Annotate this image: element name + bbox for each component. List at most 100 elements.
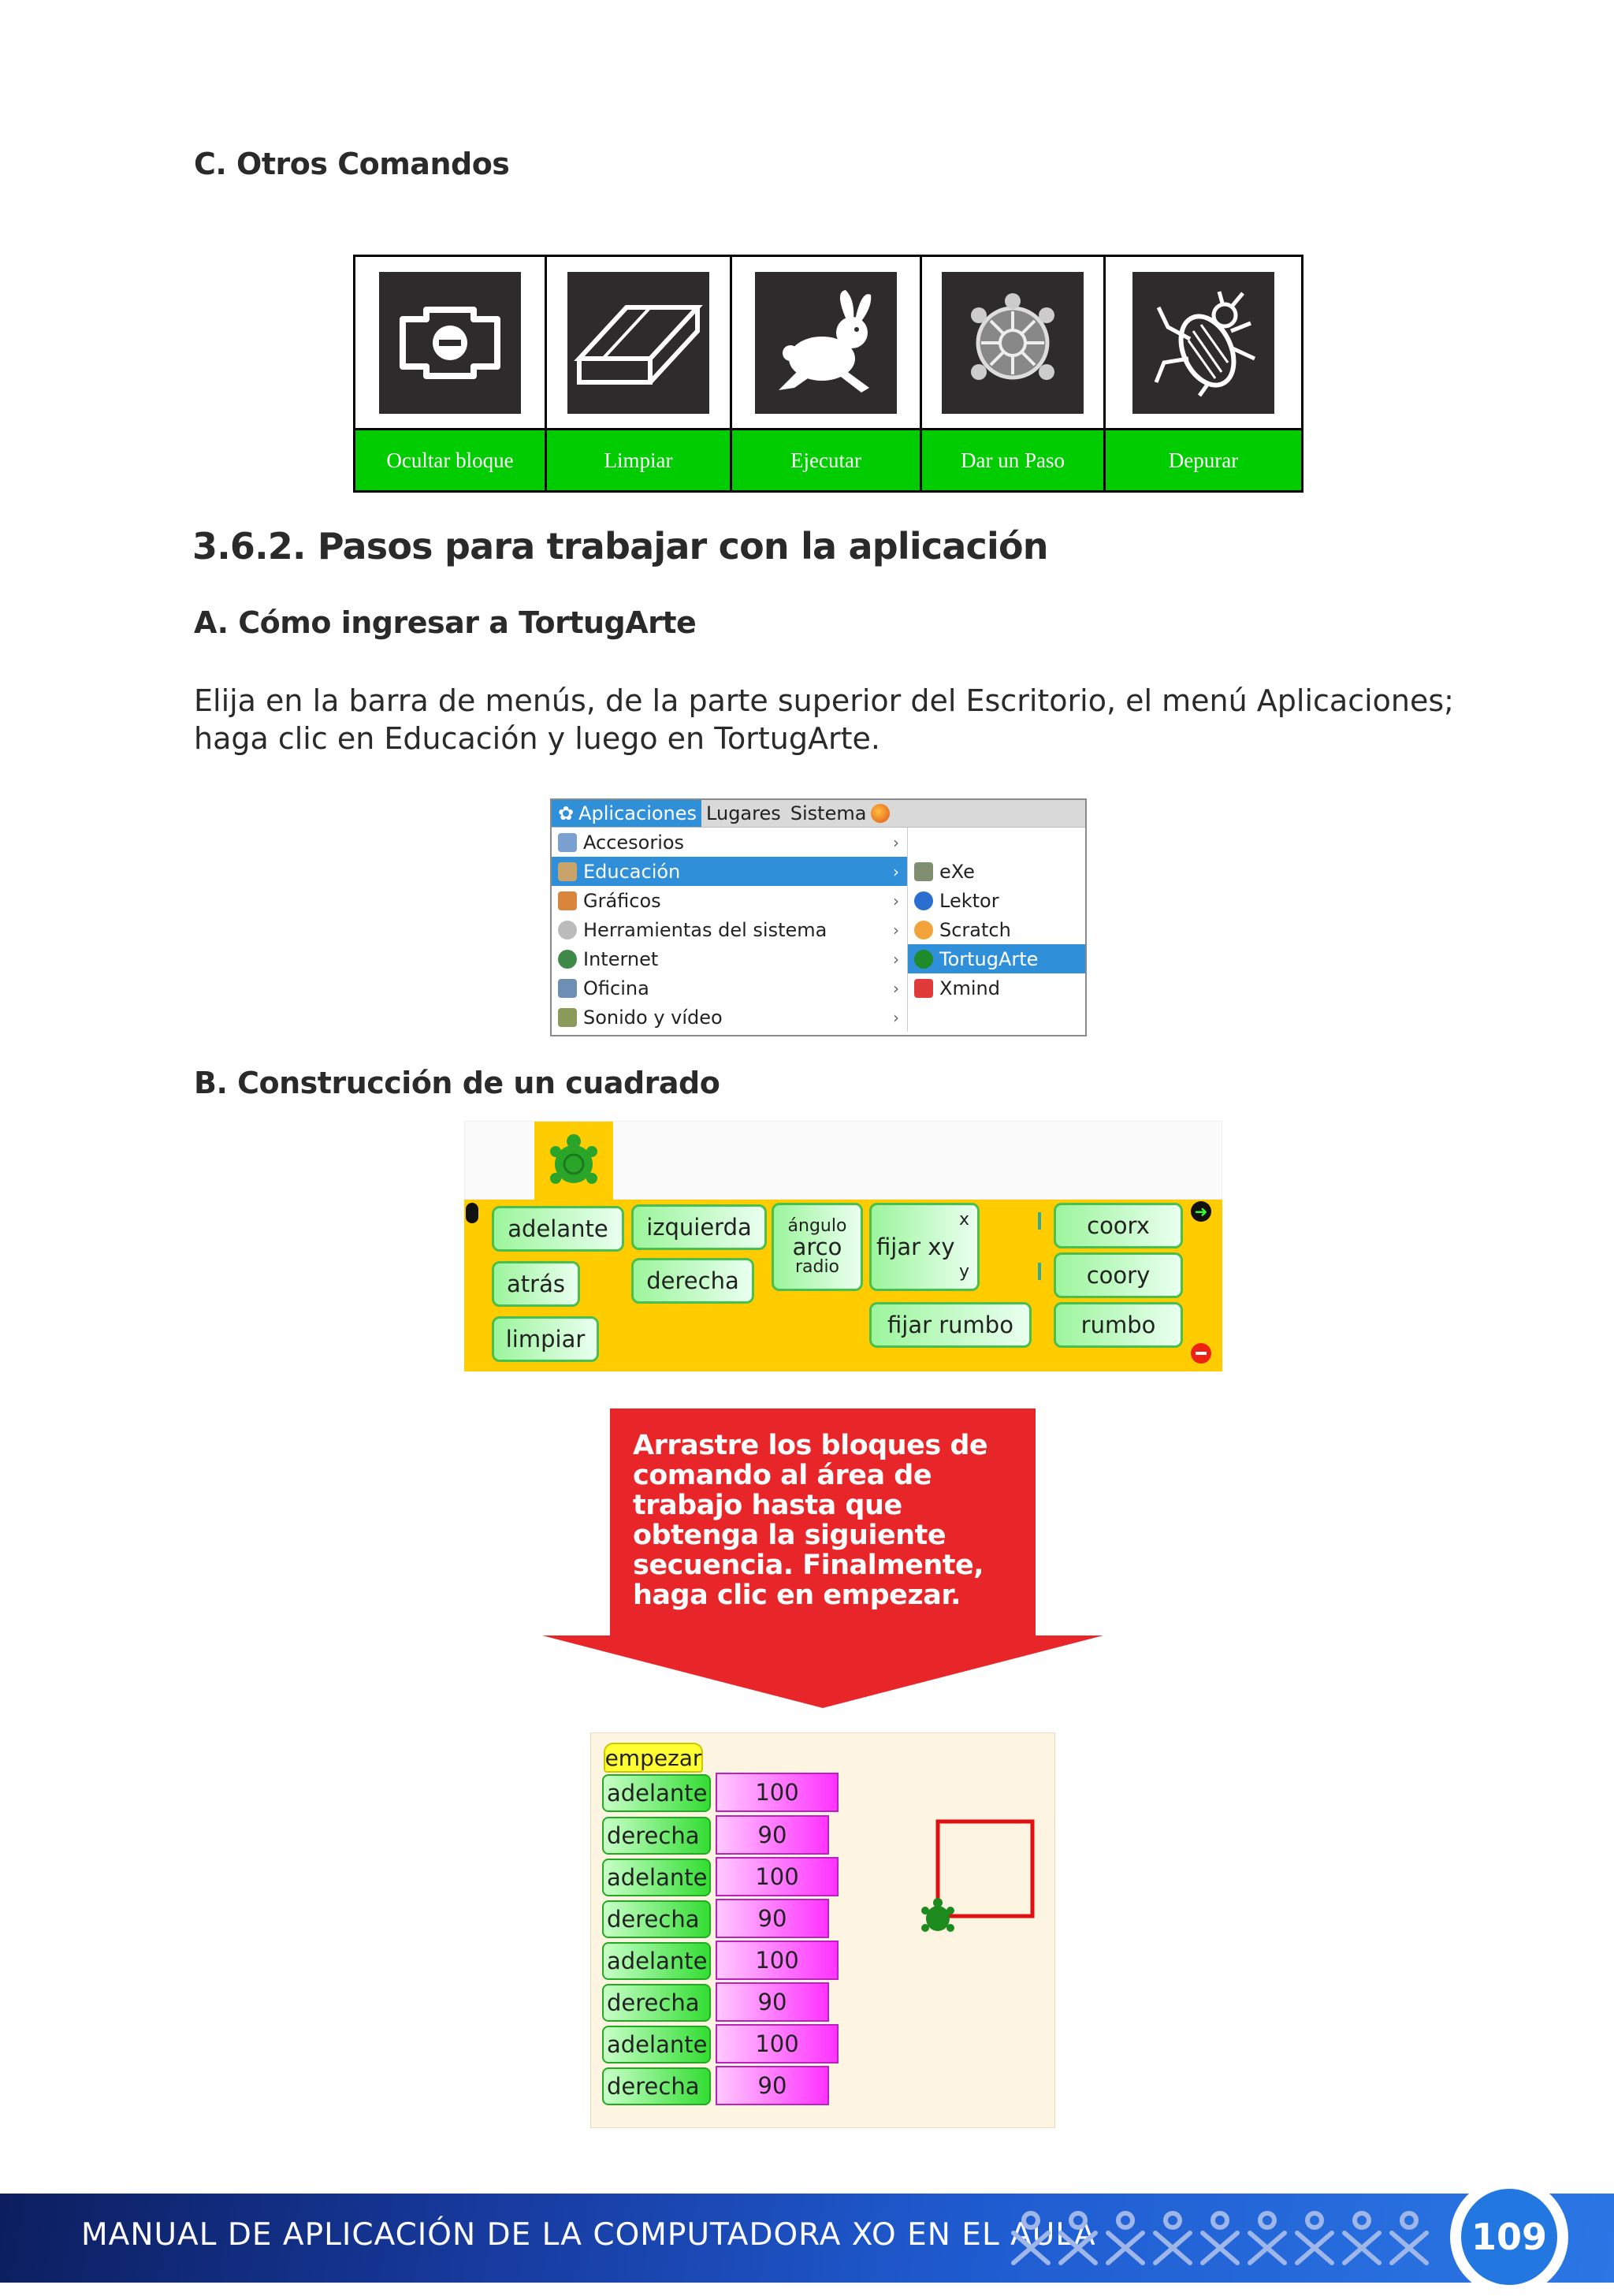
palette-left-edge-icon bbox=[466, 1203, 478, 1223]
turtle-icon bbox=[550, 1134, 597, 1184]
command-label: Limpiar bbox=[547, 430, 730, 490]
menu-bar-aplicaciones[interactable]: ✿ Aplicaciones bbox=[552, 800, 702, 827]
program-value[interactable]: 90 bbox=[716, 2066, 829, 2105]
start-block[interactable]: empezar bbox=[604, 1743, 703, 1773]
menu-item-internet[interactable]: Internet› bbox=[552, 944, 907, 973]
chevron-right-icon: › bbox=[893, 861, 899, 881]
xo-figures-decoration bbox=[1011, 2211, 1429, 2265]
menu-item-oficina[interactable]: Oficina› bbox=[552, 973, 907, 1003]
chevron-right-icon: › bbox=[893, 949, 899, 969]
red-arrow-shape bbox=[542, 1408, 1103, 1708]
block-izquierda[interactable]: izquierda bbox=[631, 1204, 767, 1250]
submenu-item-xmind[interactable]: Xmind bbox=[908, 973, 1085, 1003]
page-footer: MANUAL DE APLICACIÓN DE LA COMPUTADORA X… bbox=[0, 2178, 1614, 2296]
program-value[interactable]: 90 bbox=[716, 1815, 829, 1855]
hide-block-icon bbox=[379, 271, 521, 414]
command-label: Ejecutar bbox=[732, 430, 920, 490]
program-command[interactable]: adelante bbox=[602, 1942, 711, 1980]
program-command[interactable]: derecha bbox=[602, 1900, 711, 1938]
command-run[interactable]: Ejecutar bbox=[732, 257, 922, 490]
y-arg-label: y bbox=[958, 1262, 969, 1282]
submenu-list: eXe Lektor Scratch TortugArte Xmind bbox=[908, 828, 1085, 1032]
program-command[interactable]: derecha bbox=[602, 1817, 711, 1855]
program-workspace: empezar adelante 100 derecha 90 adelante… bbox=[590, 1732, 1055, 2128]
menu-item-accesorios[interactable]: Accesorios› bbox=[552, 828, 907, 857]
system-tools-icon bbox=[558, 920, 577, 940]
section-a-title: A. Cómo ingresar a TortugArte bbox=[194, 605, 697, 640]
block-fijar-xy[interactable]: fijar xy x y bbox=[869, 1203, 980, 1291]
program-command[interactable]: derecha bbox=[602, 2067, 711, 2105]
command-label: Depurar bbox=[1106, 430, 1301, 490]
instruction-text: Arrastre los bloques de comando al área … bbox=[633, 1430, 988, 1611]
section-b-title: B. Construcción de un cuadrado bbox=[194, 1066, 720, 1100]
menu-bar-sistema[interactable]: Sistema bbox=[790, 802, 867, 824]
turtle-palette-screenshot: ➜ adelante atrás limpiar izquierda derec… bbox=[464, 1121, 1222, 1371]
menu-item-herramientas[interactable]: Herramientas del sistema› bbox=[552, 915, 907, 944]
command-hide-block[interactable]: Ocultar bloque bbox=[355, 257, 547, 490]
submenu-item-exe[interactable]: eXe bbox=[908, 857, 1085, 886]
office-icon bbox=[558, 978, 577, 998]
menu-item-sonido[interactable]: Sonido y vídeo› bbox=[552, 1003, 907, 1032]
bug-icon bbox=[1132, 271, 1274, 414]
accessories-icon bbox=[558, 832, 577, 852]
program-command[interactable]: adelante bbox=[602, 2026, 711, 2063]
program-command[interactable]: adelante bbox=[602, 1774, 711, 1812]
block-derecha[interactable]: derecha bbox=[631, 1258, 754, 1304]
chevron-right-icon: › bbox=[893, 978, 899, 998]
command-step[interactable]: Dar un Paso bbox=[922, 257, 1106, 490]
menu-item-graficos[interactable]: Gráficos› bbox=[552, 886, 907, 915]
command-debug[interactable]: Depurar bbox=[1106, 257, 1301, 490]
submenu-item-lektor[interactable]: Lektor bbox=[908, 886, 1085, 915]
program-command[interactable]: derecha bbox=[602, 1984, 711, 2022]
section-c-title: C. Otros Comandos bbox=[194, 147, 510, 181]
block-fijar-rumbo[interactable]: fijar rumbo bbox=[869, 1302, 1032, 1348]
block-adelante[interactable]: adelante bbox=[492, 1206, 624, 1252]
firefox-icon[interactable] bbox=[871, 804, 891, 823]
turtle-icon bbox=[914, 949, 933, 969]
education-icon bbox=[558, 861, 577, 881]
section-a-paragraph: Elija en la barra de menús, de la parte … bbox=[194, 683, 1454, 756]
program-value[interactable]: 90 bbox=[716, 1982, 829, 2022]
program-value[interactable]: 100 bbox=[716, 1941, 839, 1980]
block-atras[interactable]: atrás bbox=[492, 1261, 580, 1307]
arc-label: arco bbox=[792, 1234, 842, 1260]
section-362-title: 3.6.2. Pasos para trabajar con la aplica… bbox=[192, 525, 1049, 567]
block-arco[interactable]: ángulo arco radio bbox=[772, 1203, 863, 1291]
block-limpiar[interactable]: limpiar bbox=[492, 1316, 599, 1362]
globe-icon bbox=[558, 949, 577, 969]
rabbit-icon bbox=[755, 271, 897, 414]
command-clear[interactable]: Limpiar bbox=[547, 257, 732, 490]
exe-icon bbox=[914, 861, 933, 881]
program-command[interactable]: adelante bbox=[602, 1859, 711, 1896]
program-value[interactable]: 100 bbox=[716, 1857, 839, 1896]
menu-item-educacion[interactable]: Educación› bbox=[552, 857, 907, 886]
scratch-cat-icon bbox=[914, 920, 933, 940]
submenu-item-tortugarte[interactable]: TortugArte bbox=[908, 944, 1085, 973]
program-value[interactable]: 100 bbox=[716, 1773, 839, 1812]
connector-icon bbox=[1038, 1212, 1052, 1230]
graphics-icon bbox=[558, 891, 577, 910]
program-value[interactable]: 90 bbox=[716, 1899, 829, 1938]
block-rumbo[interactable]: rumbo bbox=[1054, 1302, 1183, 1348]
eraser-icon bbox=[567, 271, 709, 414]
chevron-right-icon: › bbox=[893, 832, 899, 852]
hide-palette-icon[interactable] bbox=[1191, 1343, 1211, 1364]
square-drawing bbox=[935, 1819, 1035, 1918]
block-coory[interactable]: coory bbox=[1054, 1252, 1183, 1298]
command-label: Dar un Paso bbox=[922, 430, 1103, 490]
program-value[interactable]: 100 bbox=[716, 2024, 839, 2063]
submenu-item-scratch[interactable]: Scratch bbox=[908, 915, 1085, 944]
expand-arrow-icon[interactable]: ➜ bbox=[1191, 1201, 1211, 1222]
commands-table: Ocultar bloque Limpiar bbox=[353, 255, 1303, 493]
foot-icon: ✿ bbox=[558, 802, 575, 824]
chevron-right-icon: › bbox=[893, 920, 899, 940]
x-arg-label: x bbox=[958, 1210, 969, 1230]
lektor-icon bbox=[914, 891, 933, 910]
applications-menu-screenshot: ✿ Aplicaciones Lugares Sistema Accesorio… bbox=[550, 798, 1087, 1036]
turtle-palette-tab[interactable] bbox=[534, 1122, 613, 1200]
instruction-arrow: Arrastre los bloques de comando al área … bbox=[542, 1408, 1103, 1708]
arc-angle-label: ángulo bbox=[787, 1216, 847, 1236]
page-number-badge: 109 bbox=[1450, 2178, 1568, 2296]
menu-bar-lugares[interactable]: Lugares bbox=[706, 802, 781, 824]
block-coorx[interactable]: coorx bbox=[1054, 1203, 1183, 1248]
